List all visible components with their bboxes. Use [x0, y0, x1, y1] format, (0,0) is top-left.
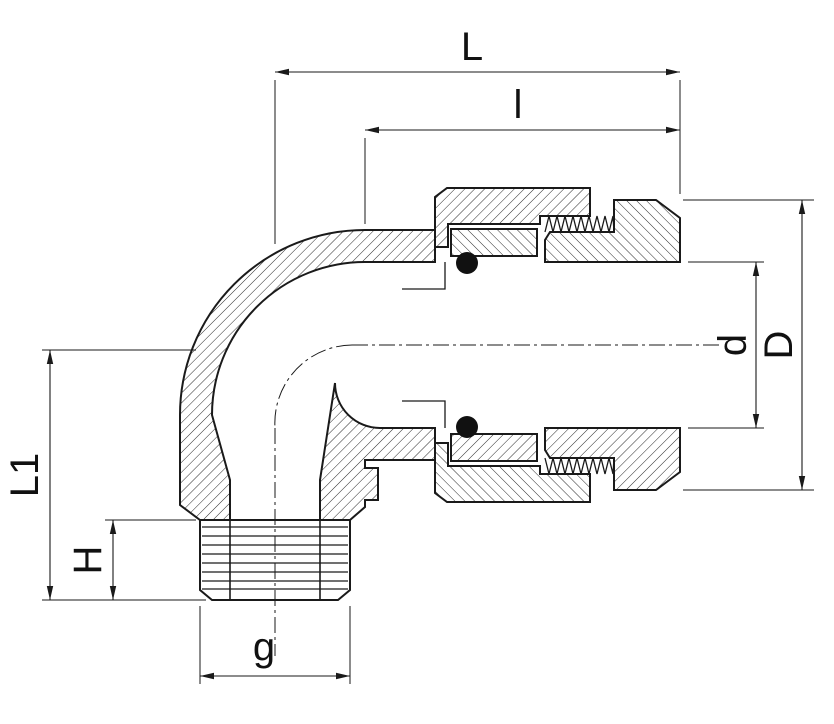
dim-label-H: H [66, 546, 110, 575]
dimension-g: g [199, 606, 351, 684]
dim-label-d: d [711, 334, 755, 356]
dim-label-g: g [253, 625, 275, 669]
bore-step-line [402, 262, 446, 290]
dimension-l: l [364, 83, 680, 224]
dimension-D: D [683, 199, 814, 491]
dim-label-l: l [514, 83, 523, 127]
dimensions: L l D d L1 H [3, 25, 814, 684]
dimension-H: H [66, 519, 196, 600]
centerlines [274, 344, 722, 656]
elbow-outer-wall-section [179, 229, 436, 521]
elbow-inner-wall-section [319, 382, 436, 521]
dim-label-D: D [757, 331, 801, 360]
bore-lines [229, 520, 321, 599]
dim-label-L: L [461, 25, 483, 69]
compression-end-assembly [402, 187, 681, 290]
centerline-bend-arc [274, 344, 353, 429]
dim-label-L1: L1 [3, 453, 47, 498]
thread-zigzag [544, 215, 615, 233]
grip-ring-section [450, 228, 538, 257]
dimension-L1: L1 [3, 349, 206, 601]
dimension-L: L [274, 25, 681, 244]
o-ring [456, 252, 478, 274]
elbow-body [179, 229, 436, 521]
dimension-d: d [688, 261, 764, 429]
compression-end-assembly-mirror [401, 400, 681, 503]
